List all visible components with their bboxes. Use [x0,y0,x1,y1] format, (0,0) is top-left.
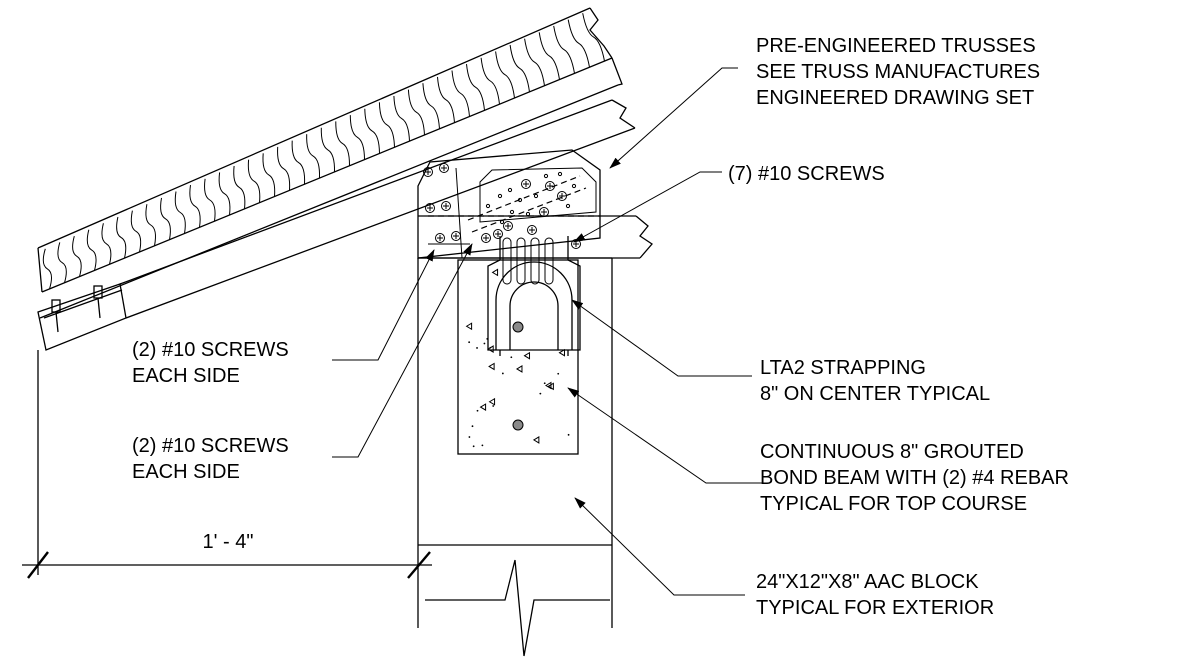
callout-trusses: PRE-ENGINEERED TRUSSES SEE TRUSS MANUFAC… [756,35,1040,109]
callout-screws-side-2-line-1: (2) #10 SCREWS [132,435,289,457]
overhang-dimension: 1' - 4" [22,350,432,579]
aac-wall [417,257,613,657]
callout-strapping-line-1: LTA2 STRAPPING [760,357,926,379]
rebar-lower [512,419,524,431]
callout-block-line-1: 24"X12"X8" AAC BLOCK [756,571,979,593]
roof-sheathing [37,7,623,319]
drip-edge-fasteners [51,285,103,333]
callout-trusses-line-2: SEE TRUSS MANUFACTURES [756,61,1040,83]
grout-hatch [465,268,570,448]
callout-screws-side-2-line-2: EACH SIDE [132,461,240,483]
gusset-screws [423,163,581,249]
callout-block-line-2: TYPICAL FOR EXTERIOR [756,597,994,619]
callout-block: 24"X12"X8" AAC BLOCK TYPICAL FOR EXTERIO… [756,571,994,619]
callout-trusses-line-3: ENGINEERED DRAWING SET [756,87,1034,109]
callout-strapping: LTA2 STRAPPING 8" ON CENTER TYPICAL [760,357,990,405]
gusset-plate-teeth [485,171,577,225]
callout-screws-side-1-line-2: EACH SIDE [132,365,240,387]
dimension-text: 1' - 4" [203,531,254,553]
truss-gusset-plates [417,149,601,259]
callout-bond-beam: CONTINUOUS 8" GROUTED BOND BEAM WITH (2)… [760,441,1069,515]
wood-grain-hatch [42,13,605,290]
callout-screws-side-2: (2) #10 SCREWS EACH SIDE [132,435,289,483]
strap-slots [502,237,554,285]
callout-screws-top-line-1: (7) #10 SCREWS [728,163,885,185]
leader-lines [332,67,762,596]
callout-strapping-line-2: 8" ON CENTER TYPICAL [760,383,990,405]
lta2-strap [487,236,581,356]
truss-bottom-chord [418,215,653,259]
callout-screws-side-1-line-1: (2) #10 SCREWS [132,339,289,361]
callout-trusses-line-1: PRE-ENGINEERED TRUSSES [756,35,1036,57]
callout-screws-top: (7) #10 SCREWS [728,163,885,185]
callout-bond-beam-line-2: BOND BEAM WITH (2) #4 REBAR [760,467,1069,489]
truss-top-chord [119,99,636,319]
rebar-upper [512,321,524,333]
fascia-drip-edge [37,283,127,351]
callout-bond-beam-line-1: CONTINUOUS 8" GROUTED [760,441,1024,463]
callout-bond-beam-line-3: TYPICAL FOR TOP COURSE [760,493,1027,515]
callout-screws-side-1: (2) #10 SCREWS EACH SIDE [132,339,289,387]
